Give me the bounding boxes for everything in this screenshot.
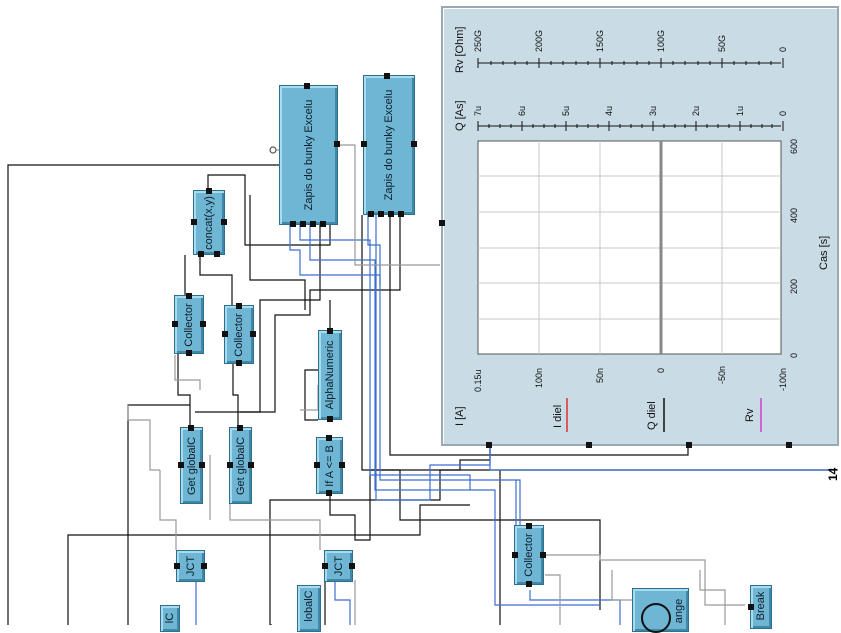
collector-node-1[interactable]: Collector (172, 293, 206, 356)
globalc-node-partial[interactable]: lobalC (297, 585, 321, 632)
rv-axis-label: Rv [Ohm] (454, 27, 466, 73)
jct-node-2[interactable]: JCT (322, 550, 355, 582)
q-tick-label: 2u (691, 106, 701, 116)
q-tick-label: 1u (735, 106, 745, 116)
time-tick-label: 400 (789, 208, 799, 223)
node-label: concat(x,y) (203, 195, 215, 250)
q-tick-label: 3u (648, 106, 658, 116)
i-tick-label: 0.15u (473, 369, 483, 392)
node-label: Zapis do bunky Excelu (302, 99, 315, 211)
jct-node-1[interactable]: JCT (174, 550, 207, 582)
q-tick-label: 5u (561, 106, 571, 116)
break-node[interactable]: Break (748, 585, 772, 629)
graph-panel[interactable]: Rv [Ohm] 250G 200G 150G 100G 50G 0 Q [As… (439, 6, 839, 448)
time-axis-ticks: 600 400 200 0 (789, 139, 799, 358)
q-axis-label: Q [As] (454, 100, 466, 131)
rv-tick-label: 250G (473, 30, 483, 52)
node-label: Break (755, 591, 767, 621)
q-tick-label: 0 (778, 111, 788, 116)
q-tick-label: 7u (473, 106, 483, 116)
get-globalc-node-2[interactable]: Get globalC (227, 425, 254, 504)
page-number: 14 (826, 467, 840, 481)
rv-tick-label: 200G (534, 30, 544, 52)
plot-grid (478, 141, 781, 354)
q-tick-label: 4u (604, 106, 614, 116)
node-label: Get globalC (234, 436, 247, 495)
rv-tick-label: 0 (778, 47, 788, 52)
node-label: Collector (523, 533, 535, 577)
node-label: lobalC (303, 590, 315, 622)
concat-node[interactable]: concat(x,y) (191, 188, 227, 257)
zapis-do-bunky-node-1[interactable]: Zapis do bunky Excelu (279, 83, 340, 227)
collector-node-3[interactable]: Collector (512, 523, 546, 587)
time-tick-label: 0 (789, 353, 799, 358)
rv-tick-label: 100G (656, 30, 666, 52)
legend-label: Rv (744, 408, 756, 422)
rv-axis-ticks (477, 58, 784, 68)
dial-icon (641, 603, 671, 633)
node-label: JCT (332, 555, 345, 577)
node-label: Collector (183, 302, 195, 347)
rv-tick-label: 150G (595, 30, 605, 52)
time-tick-label: 600 (789, 139, 799, 154)
i-tick-label: -50n (717, 366, 727, 384)
if-a-le-b-node[interactable]: If A <= B (314, 435, 345, 496)
node-label: Get globalC (185, 436, 198, 495)
node-label: If A <= B (323, 444, 336, 487)
legend: I diel Q diel Rv (552, 398, 762, 432)
node-label: lC (164, 612, 176, 624)
rv-tick-label: 50G (717, 35, 727, 52)
get-globalc-node-1[interactable]: Get globalC (178, 425, 205, 504)
time-axis-label: Cas [s] (818, 236, 830, 270)
time-tick-label: 200 (789, 279, 799, 294)
i-tick-label: 0 (656, 368, 666, 373)
q-tick-label: 6u (517, 106, 527, 116)
collector-node-2[interactable]: Collector (222, 303, 256, 366)
i-tick-label: 50n (595, 368, 605, 383)
node-label: Collector (233, 312, 245, 357)
range-node-partial[interactable]: ange (632, 588, 689, 633)
zapis-do-bunky-node-2[interactable]: Zapis do bunky Excelu (361, 73, 417, 217)
node-label: JCT (184, 555, 197, 577)
partial-node-left[interactable]: lC (160, 605, 180, 632)
node-label: AlphaNumeric (324, 340, 336, 410)
q-axis-ticks (477, 121, 784, 131)
legend-label: Q diel (646, 401, 658, 430)
i-axis-label: I [A] (454, 406, 466, 426)
i-tick-label: -100n (778, 368, 788, 391)
node-label: ange (673, 598, 685, 624)
alphanumeric-node[interactable]: AlphaNumeric (318, 328, 342, 422)
legend-label: I diel (552, 405, 564, 428)
node-label: Zapis do bunky Excelu (383, 89, 395, 201)
i-tick-label: 100n (534, 368, 544, 388)
graph-canvas: Rv [Ohm] 250G 200G 150G 100G 50G 0 Q [As… (454, 27, 830, 432)
